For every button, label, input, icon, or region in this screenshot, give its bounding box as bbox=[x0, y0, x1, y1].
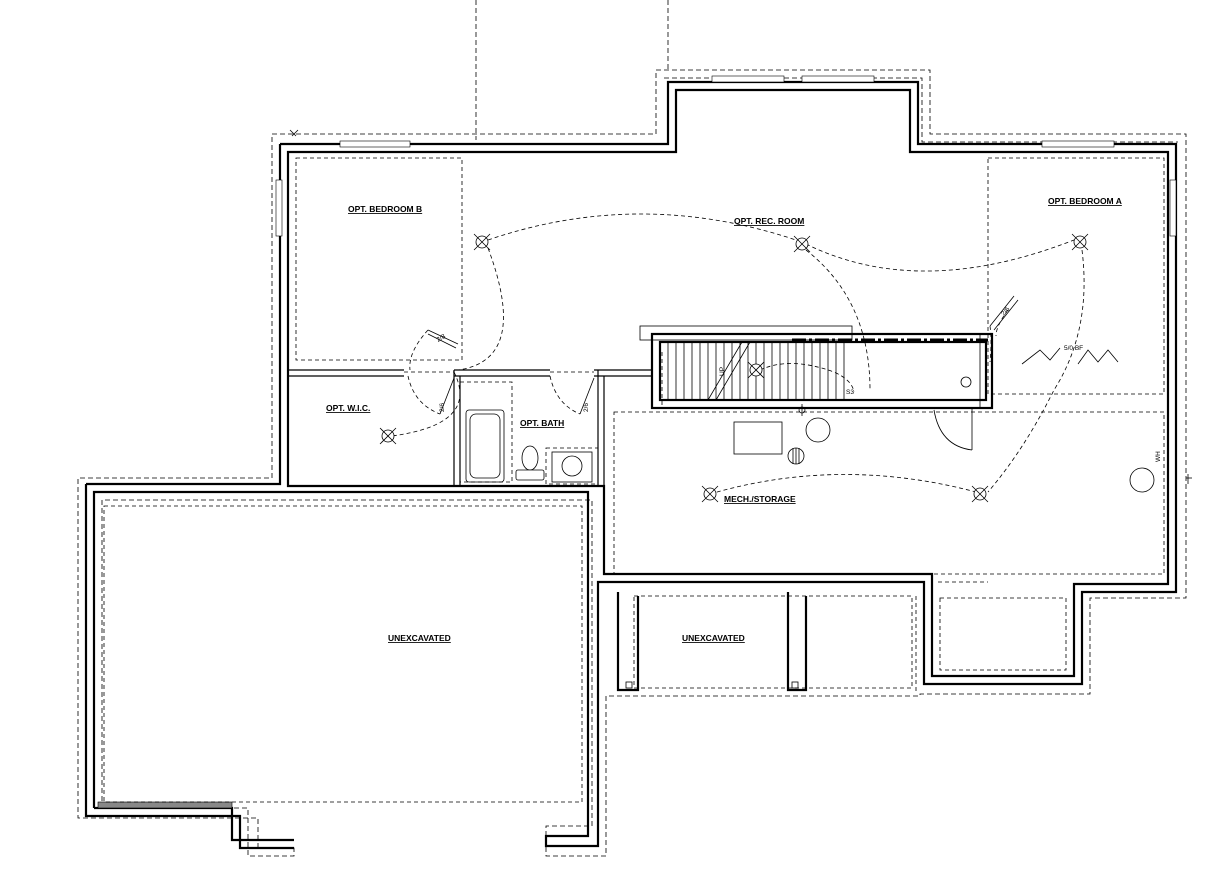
sink-basin bbox=[561, 455, 583, 477]
wiring bbox=[391, 213, 1085, 495]
hose-bib-icon bbox=[289, 129, 299, 137]
unexcavated-wall-inner bbox=[94, 806, 294, 842]
wh-tag: WH bbox=[1155, 451, 1162, 462]
small-room-area bbox=[939, 597, 1067, 671]
bath-dash bbox=[459, 381, 513, 483]
room-label-bedroom-a: OPT. BEDROOM A bbox=[1048, 196, 1122, 206]
window[interactable] bbox=[801, 75, 875, 83]
furnace bbox=[733, 421, 783, 455]
exterior-wall-inner bbox=[286, 88, 1170, 678]
light-fixture-icon bbox=[473, 233, 491, 251]
bathtub-inner bbox=[469, 413, 501, 479]
unexcavated-left-area bbox=[103, 505, 583, 803]
room-label-bath: OPT. BATH bbox=[520, 418, 564, 428]
smoke-detector bbox=[960, 376, 972, 388]
bedroom-a-area bbox=[987, 157, 1165, 395]
toilet-tank bbox=[515, 469, 545, 481]
door-tag-2-6-bath: 2/6 bbox=[583, 403, 590, 412]
unexcavated-mid-area bbox=[633, 595, 913, 689]
mech-area bbox=[613, 411, 1165, 575]
hatched-sill bbox=[97, 801, 233, 809]
door-bath[interactable] bbox=[549, 375, 595, 415]
window[interactable] bbox=[1041, 140, 1115, 148]
window[interactable] bbox=[275, 179, 283, 237]
door-tag-2-6-wic: 2/6 bbox=[439, 403, 446, 412]
stair-direction-tag: UP bbox=[719, 367, 726, 376]
room-label-unexcavated-mid: UNEXCAVATED bbox=[682, 633, 745, 643]
room-label-rec-room: OPT. REC. ROOM bbox=[734, 216, 804, 226]
door-tag-2-6-a: 2/6 bbox=[1000, 306, 1011, 318]
footing-outline-inner bbox=[664, 77, 1178, 143]
unexcavated-wall bbox=[86, 144, 282, 486]
light-fixture-icon bbox=[1071, 233, 1089, 251]
stair-wall bbox=[650, 332, 994, 410]
footing-outline bbox=[77, 69, 1187, 857]
light-fixture-icon bbox=[379, 427, 397, 445]
pier bbox=[791, 681, 799, 689]
outlet-icon bbox=[1186, 474, 1192, 484]
door-bedroom-a[interactable] bbox=[989, 295, 1019, 363]
unexcavated-mid-wall bbox=[616, 592, 808, 692]
room-label-wic: OPT. W.I.C. bbox=[326, 403, 370, 413]
exterior-wall bbox=[92, 80, 1178, 848]
door-tag-2-8: 2/8 bbox=[436, 333, 448, 344]
light-fixture-icon bbox=[701, 485, 719, 503]
light-fixture-icon bbox=[971, 485, 989, 503]
water-heater bbox=[805, 417, 831, 443]
room-label-mech-storage: MECH./STORAGE bbox=[724, 494, 796, 504]
room-label-unexcavated-left: UNEXCAVATED bbox=[388, 633, 451, 643]
toilet bbox=[521, 445, 539, 471]
window[interactable] bbox=[711, 75, 785, 83]
room-label-bedroom-b: OPT. BEDROOM B bbox=[348, 204, 422, 214]
switch-tag: S3 bbox=[846, 389, 854, 396]
window[interactable] bbox=[1169, 179, 1177, 237]
stair-cap bbox=[639, 325, 853, 341]
bifold-door[interactable] bbox=[1021, 347, 1119, 365]
bathtub bbox=[465, 409, 505, 483]
window[interactable] bbox=[339, 140, 411, 148]
stair-treads bbox=[667, 341, 845, 401]
light-fixture-icon bbox=[747, 361, 765, 379]
pier bbox=[625, 681, 633, 689]
outlet-icon bbox=[798, 404, 806, 416]
floor-drain bbox=[1129, 467, 1155, 493]
unexcavated-wall-outer bbox=[84, 484, 294, 850]
vanity-dash bbox=[545, 447, 599, 485]
door-mech[interactable] bbox=[933, 408, 973, 451]
bedroom-b-area bbox=[295, 157, 463, 361]
door-wic[interactable] bbox=[407, 375, 455, 415]
door-bedroom-b[interactable] bbox=[409, 329, 459, 371]
stair-wall-inner bbox=[658, 340, 988, 402]
light-fixture-icon bbox=[793, 235, 811, 253]
